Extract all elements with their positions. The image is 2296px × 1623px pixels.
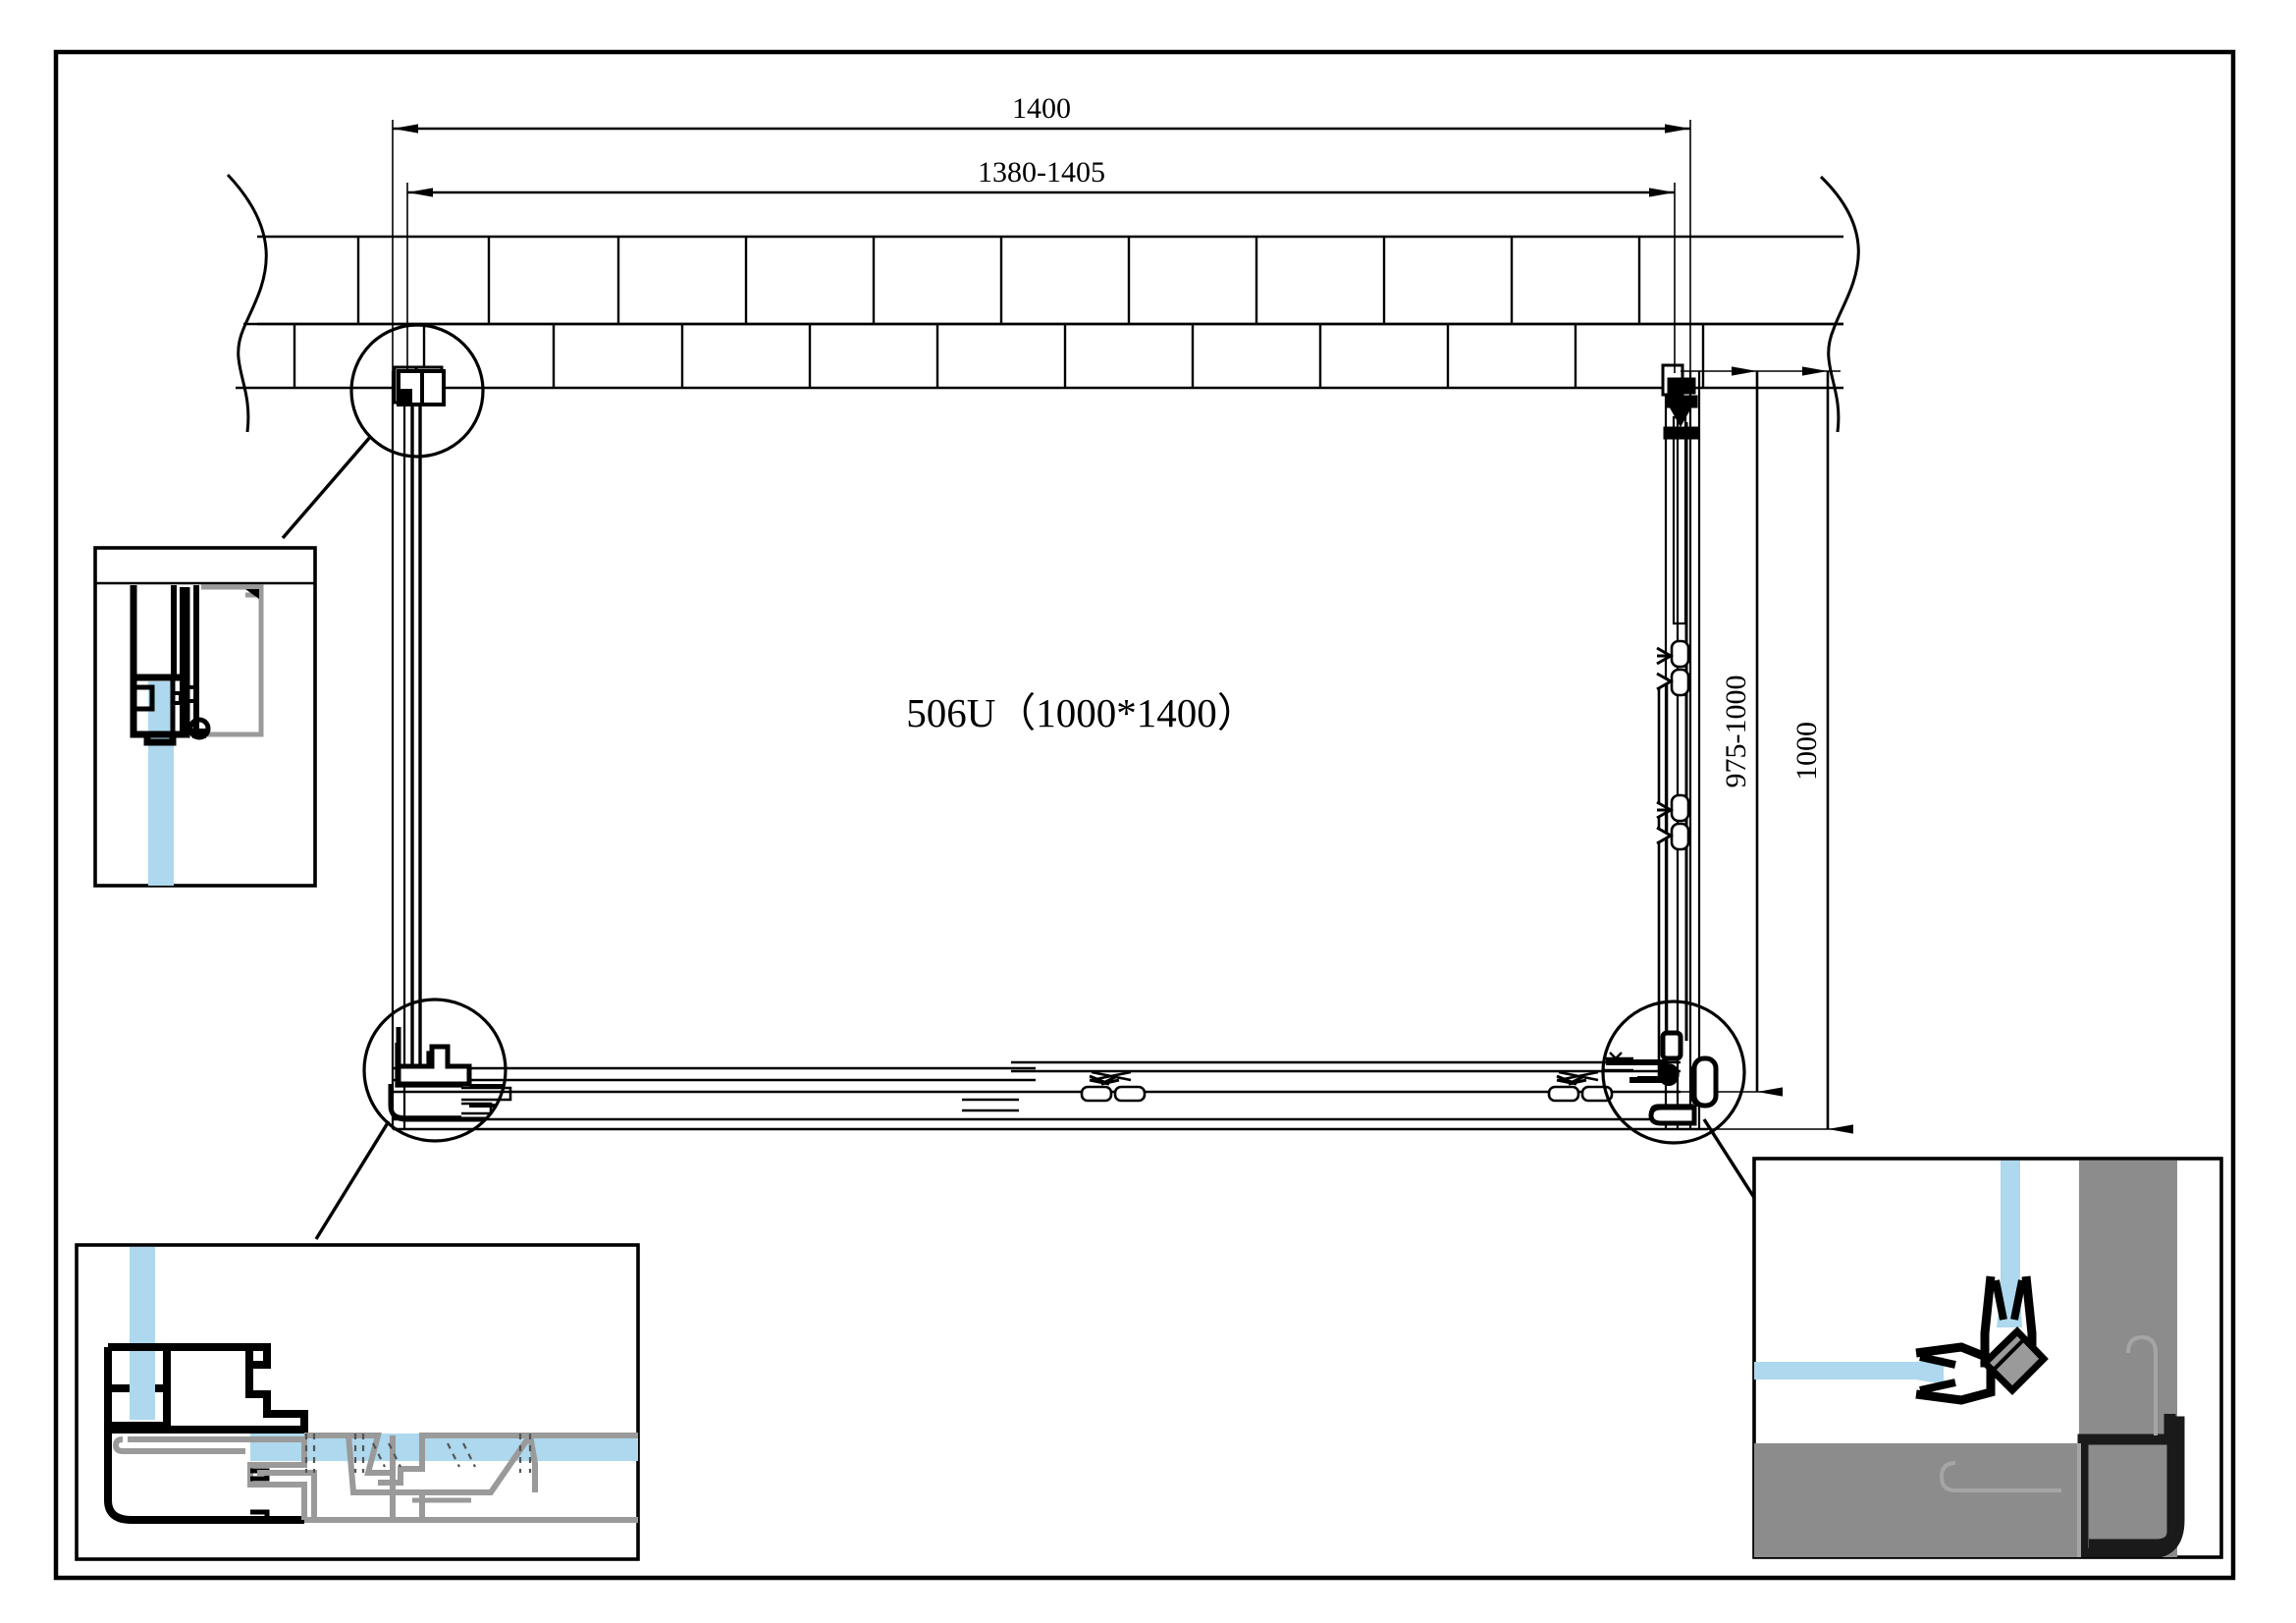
roller-fitting-right <box>1547 1070 1614 1103</box>
detail-ll-rail-mid <box>378 1433 638 1486</box>
detail-ul-glass <box>148 681 174 886</box>
detail-lr-seal-horizontal <box>1915 1342 1996 1405</box>
detail-view-lower-right <box>1752 1157 2223 1559</box>
detail-view-upper-left <box>93 546 317 888</box>
leader-top-left <box>281 434 373 540</box>
detail-lr-glass-vertical <box>1997 1161 2022 1327</box>
detail-ll-glass-vertical <box>130 1247 155 1420</box>
callout-circle-bottom-right <box>1601 1000 1746 1145</box>
detail-view-lower-left <box>75 1243 640 1561</box>
bottom-track-assembly <box>393 1060 1708 1131</box>
detail-lr-wall-vertical <box>2079 1161 2177 1557</box>
sheet-border <box>53 49 2236 1581</box>
right-panel-clamp-upper <box>1656 639 1690 697</box>
callout-preview-bottom-left <box>388 1027 506 1122</box>
detail-frame-lower-left <box>75 1243 640 1561</box>
detail-lr-wall-groove-v <box>2126 1334 2158 1435</box>
detail-ll-profile-base <box>104 1430 304 1524</box>
rail-stub <box>962 1098 1019 1112</box>
detail-lr-glass-horizontal <box>1754 1357 1944 1384</box>
dimension-label-1000: 1000 <box>1790 722 1823 781</box>
callout-circle-top-left <box>349 323 485 459</box>
detail-ll-hidden-lines <box>304 1434 532 1473</box>
detail-lr-wall-horizontal <box>1754 1443 2083 1557</box>
callout-circle-bottom-left <box>362 998 507 1143</box>
dimension-label-975-1000: 975-1000 <box>1720 676 1752 788</box>
wall-assembly <box>226 173 1860 433</box>
detail-frame-upper-left <box>93 546 317 888</box>
leader-bottom-left <box>314 1120 391 1240</box>
callout-preview-top-left <box>397 369 446 406</box>
wall-tile-joints-lower <box>293 324 1705 388</box>
model-size-label: 506U（1000*1400） <box>906 690 1257 735</box>
dimension-label-1380-1405: 1380-1405 <box>978 156 1105 189</box>
callout-preview-bottom-right <box>1606 1030 1719 1126</box>
roller-fitting-left <box>1080 1070 1147 1103</box>
right-top-bracket <box>1661 363 1700 440</box>
detail-ll-profile-body <box>108 1347 308 1434</box>
detail-ul-hook-profile <box>201 584 264 737</box>
wall-tile-joints-upper <box>356 237 1641 324</box>
detail-lr-wall-groove-h <box>1939 1461 2061 1492</box>
dimension-label-1400: 1400 <box>1012 92 1071 125</box>
callout-circles <box>349 323 1746 1145</box>
wall-break-line-left <box>226 173 268 433</box>
right-panel-clamp-lower <box>1656 793 1690 851</box>
detail-lr-magnet-block <box>1980 1326 2049 1395</box>
detail-ll-gray-shelf <box>128 1436 307 1520</box>
left-side-panel <box>391 371 422 1129</box>
